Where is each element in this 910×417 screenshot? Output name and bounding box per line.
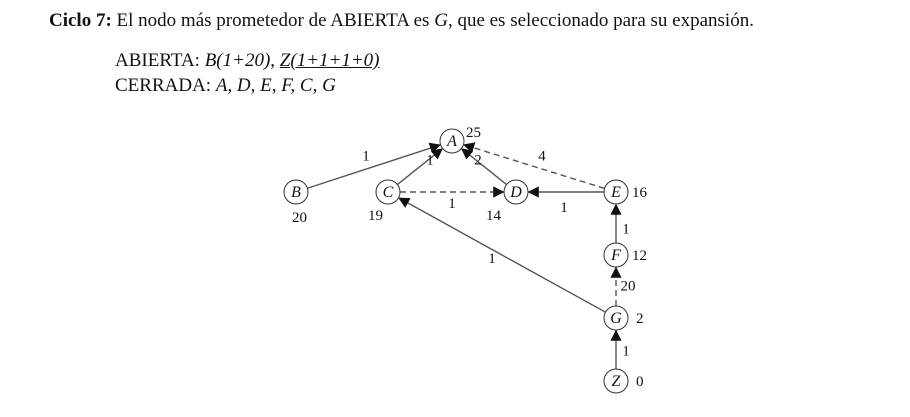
heuristic-value: 12	[632, 248, 647, 264]
node-B	[283, 179, 309, 205]
node-E	[603, 179, 629, 205]
node-label: B	[291, 184, 301, 201]
heuristic-value: 19	[368, 208, 383, 224]
node-label: A	[446, 133, 457, 150]
heuristic-value: 25	[466, 125, 481, 141]
edge-cost-label: 1	[622, 222, 630, 238]
closed-list: CERRADA: A, D, E, F, C, G	[115, 75, 336, 97]
node-label: F	[610, 247, 621, 264]
node-D	[503, 179, 529, 205]
open-list: ABIERTA: B(1+20), Z(1+1+1+0)	[115, 50, 379, 72]
heuristic-value: 16	[632, 185, 648, 201]
edge-B-A	[307, 142, 441, 189]
edge-E-A	[463, 142, 605, 190]
edge-cost-label: 1	[448, 196, 456, 212]
separator: ,	[270, 50, 280, 71]
node-F	[603, 242, 629, 268]
heading-text: El nodo más prometedor de ABIERTA es	[111, 10, 435, 31]
heading-node: G	[434, 10, 448, 31]
cycle-label: Ciclo 7:	[49, 10, 112, 31]
open-label: ABIERTA:	[115, 50, 205, 71]
heuristic-value: 2	[636, 311, 644, 327]
open-item: B(1+20)	[204, 50, 271, 71]
node-G	[603, 305, 629, 331]
heuristic-value: 0	[636, 374, 644, 390]
edge-cost-label: 1	[622, 344, 630, 360]
node-label: E	[610, 184, 621, 201]
cycle-heading: Ciclo 7: El nodo más prometedor de ABIER…	[49, 10, 754, 32]
heuristic-value: 14	[486, 208, 502, 224]
node-label: D	[509, 184, 522, 201]
edge-cost-label: 1	[488, 251, 496, 267]
edge-cost-label: 2	[474, 153, 482, 169]
edge-C-A	[396, 148, 443, 186]
edge-G-C	[398, 197, 606, 313]
node-label: Z	[612, 373, 622, 390]
heading-text-2: , que es seleccionado para su expansión.	[447, 10, 754, 31]
node-A	[439, 128, 465, 154]
node-label: C	[383, 184, 394, 201]
node-C	[375, 179, 401, 205]
edge-cost-label: 1	[426, 153, 434, 169]
closed-label: CERRADA:	[115, 75, 216, 96]
edge-cost-label: 4	[538, 149, 546, 165]
node-Z	[603, 368, 629, 394]
edge-cost-label: 1	[362, 149, 370, 165]
closed-items: A, D, E, F, C, G	[215, 75, 336, 96]
edge-D-A	[461, 148, 508, 186]
edge-cost-label: 1	[560, 200, 568, 216]
heuristic-value: 20	[292, 210, 307, 226]
open-item: Z(1+1+1+0)	[279, 50, 380, 71]
node-label: G	[610, 310, 622, 327]
edge-cost-label: 20	[621, 279, 636, 295]
